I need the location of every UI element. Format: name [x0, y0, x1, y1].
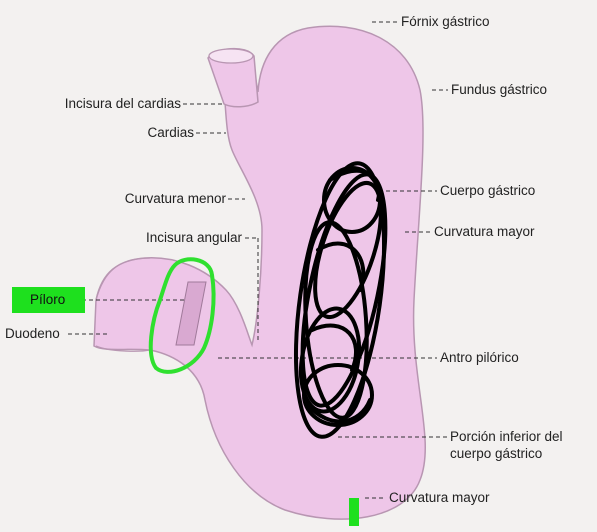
label-porcion-2: cuerpo gástrico — [450, 446, 543, 461]
label-piloro: Píloro — [30, 292, 66, 307]
label-fundus: Fundus gástrico — [451, 82, 548, 97]
label-curvatura-mayor-bottom: Curvatura mayor — [389, 490, 490, 505]
label-fornix: Fórnix gástrico — [401, 14, 490, 29]
annotation-green-circle — [148, 257, 216, 374]
annotation-green-marker — [349, 498, 359, 526]
label-porcion-1: Porción inferior del — [450, 429, 563, 444]
label-curvatura-mayor: Curvatura mayor — [434, 224, 535, 239]
label-cardias: Cardias — [147, 125, 194, 140]
label-incisura-cardias: Incisura del cardias — [64, 96, 181, 111]
label-duodeno: Duodeno — [5, 326, 60, 341]
pyloric-sphincter — [175, 281, 207, 346]
label-antro: Antro pilórico — [440, 350, 519, 365]
label-curvatura-menor: Curvatura menor — [124, 191, 226, 206]
esophagus-opening — [208, 48, 254, 64]
leader-lines — [68, 21, 448, 499]
stomach-shape — [93, 25, 426, 520]
piloro-highlight: Píloro — [12, 287, 85, 313]
duodenum-outline — [95, 257, 151, 352]
annotation-scribble — [293, 161, 388, 439]
label-cuerpo: Cuerpo gástrico — [440, 183, 536, 198]
label-incisura-angular: Incisura angular — [145, 230, 242, 245]
